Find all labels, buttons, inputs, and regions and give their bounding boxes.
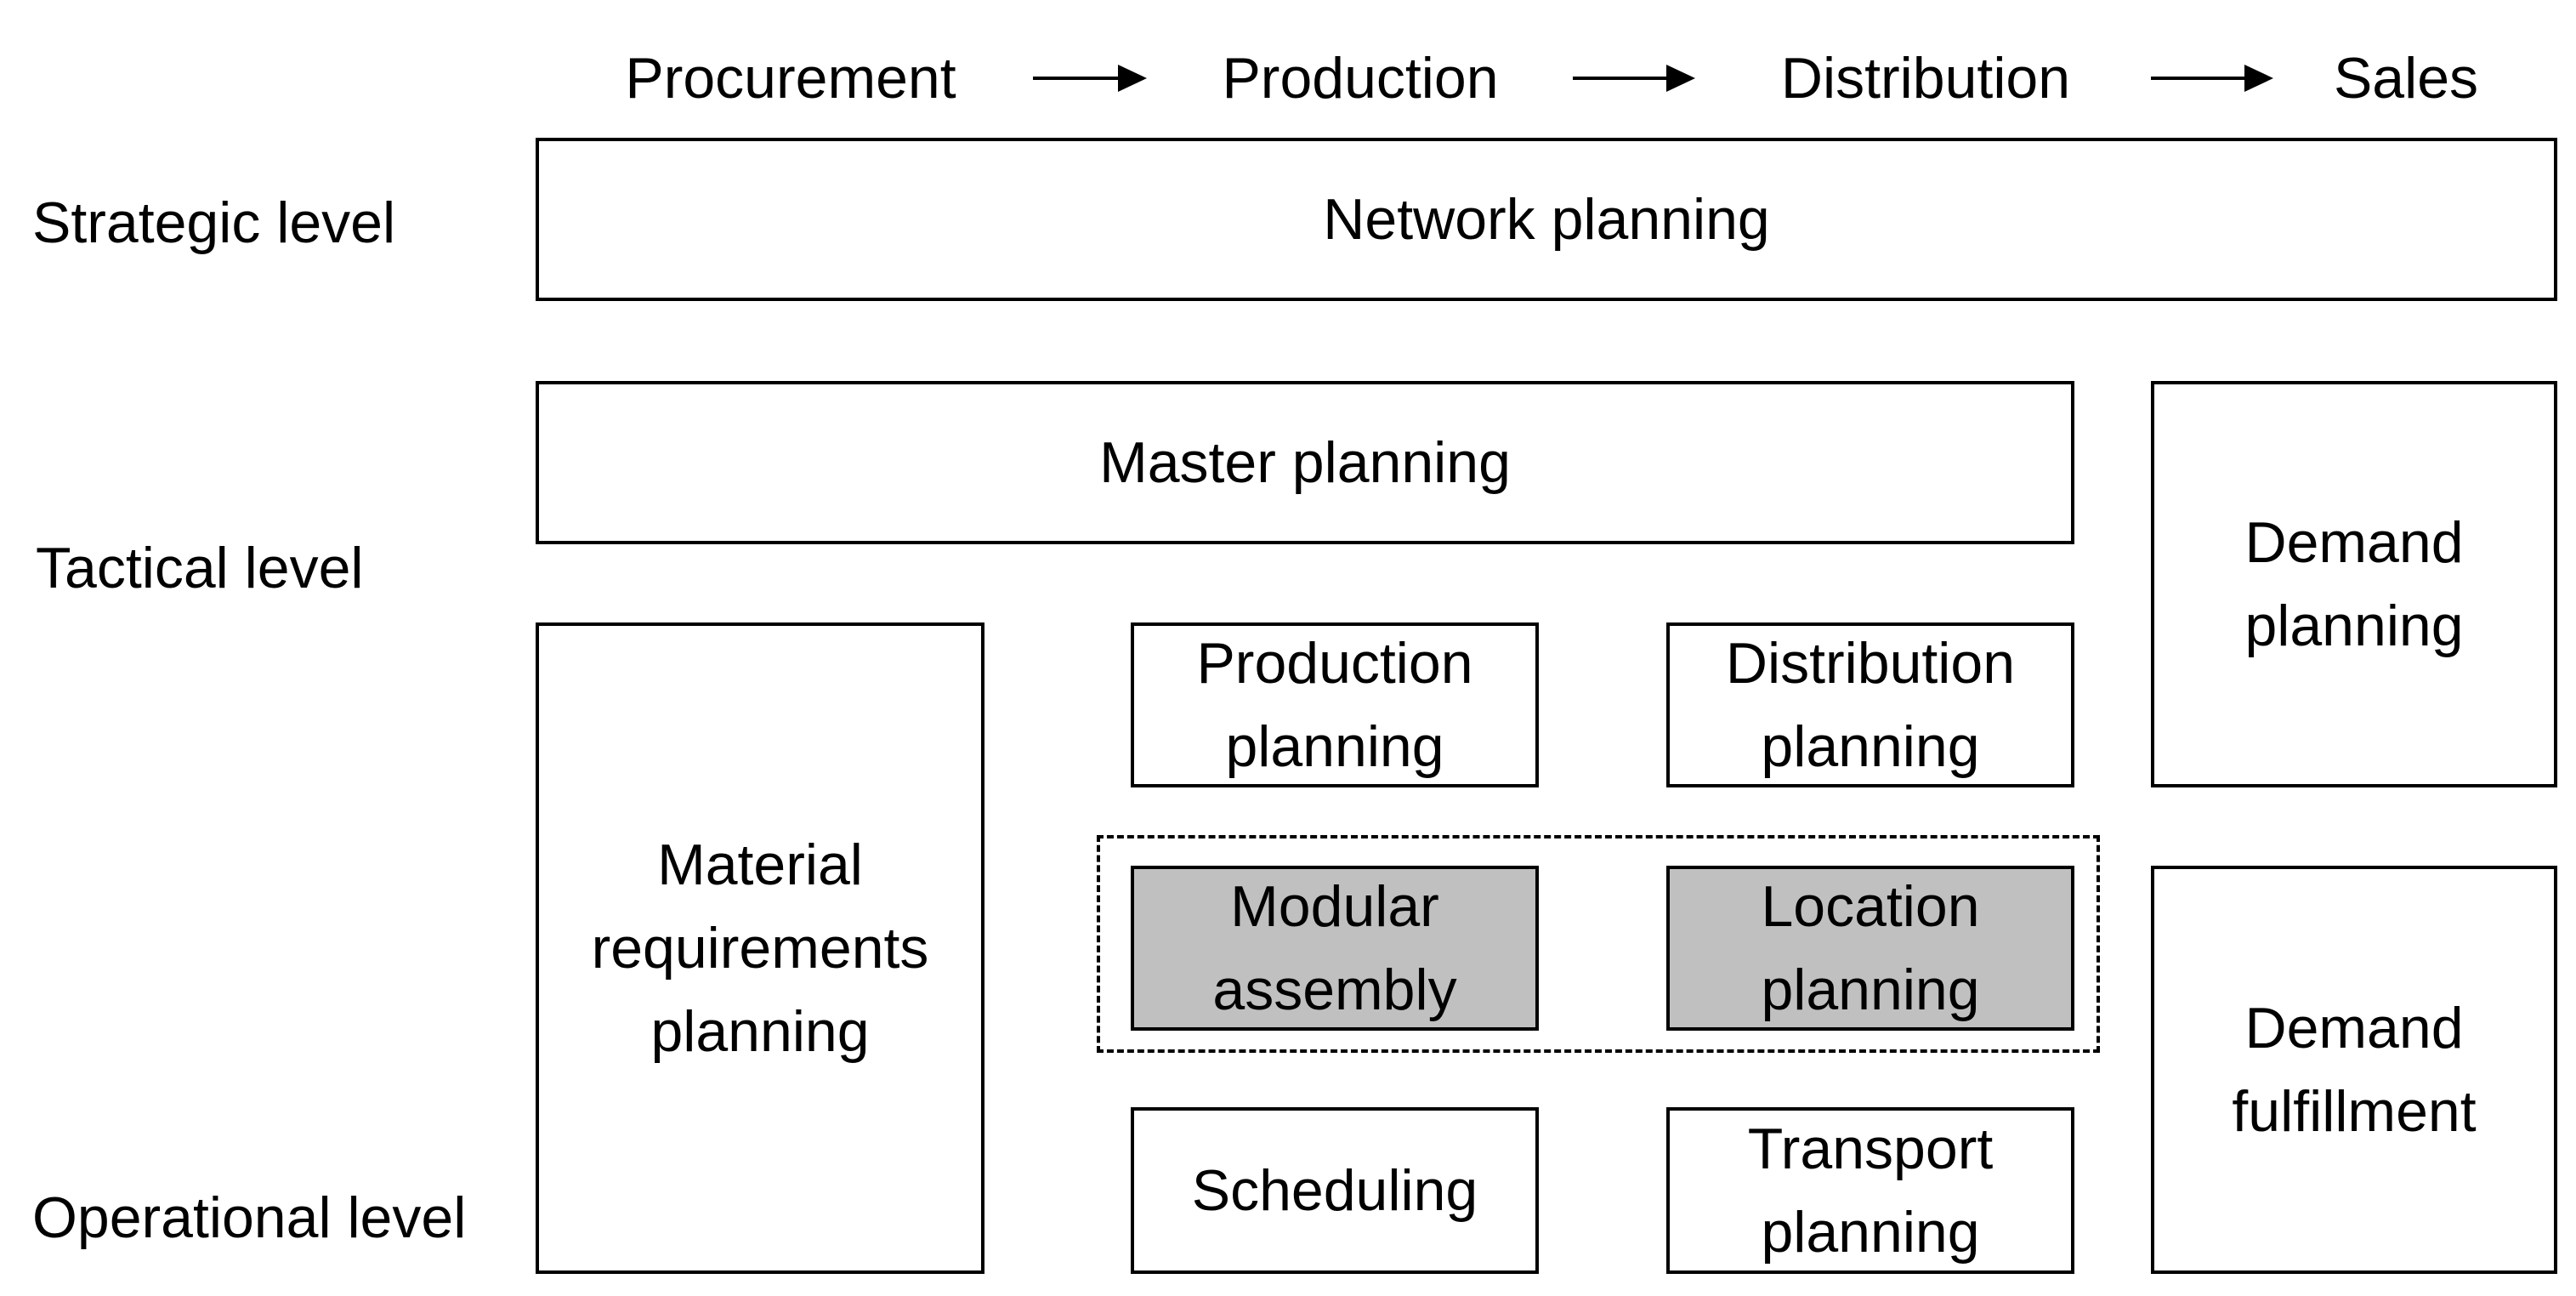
flow-arrow-icon (1033, 65, 1147, 92)
network-planning-box: Network planning (536, 138, 2557, 301)
material-requirements-planning-box: Material requirements planning (536, 622, 984, 1274)
strategic-level-label: Strategic level (32, 190, 396, 255)
tactical-level-label: Tactical level (36, 536, 364, 600)
production-planning-box: Production planning (1131, 622, 1539, 787)
flow-arrow-icon (2151, 65, 2273, 92)
dashed-group-border (1097, 835, 2100, 1053)
transport-planning-box: Transport planning (1666, 1107, 2074, 1274)
stage-sales: Sales (2333, 46, 2479, 111)
flow-arrow-icon (1573, 65, 1695, 92)
modular-assembly-box: Modular assembly (1131, 866, 1539, 1031)
scheduling-box: Scheduling (1131, 1107, 1539, 1274)
stage-procurement: Procurement (625, 46, 956, 111)
stage-distribution: Distribution (1780, 46, 2071, 111)
demand-planning-box: Demand planning (2151, 381, 2557, 787)
demand-fulfillment-box: Demand fulfillment (2151, 866, 2557, 1274)
operational-level-label: Operational level (32, 1185, 467, 1250)
location-planning-box: Location planning (1666, 866, 2074, 1031)
stage-production: Production (1222, 46, 1499, 111)
master-planning-box: Master planning (536, 381, 2074, 544)
distribution-planning-box: Distribution planning (1666, 622, 2074, 787)
